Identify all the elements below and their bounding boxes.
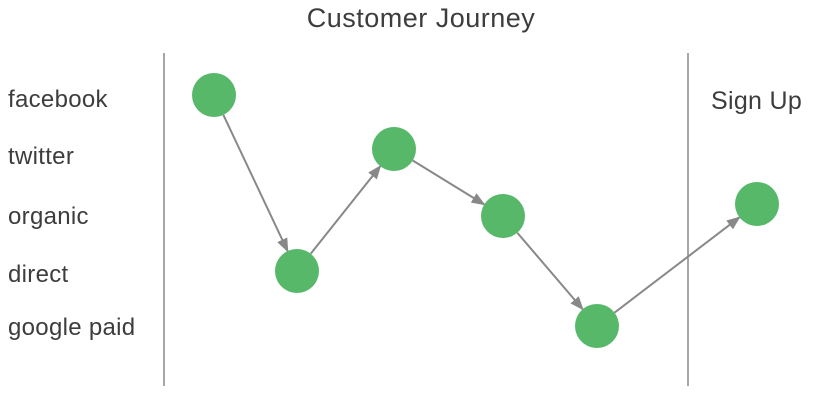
journey-node-facebook (192, 73, 236, 117)
channel-label-organic: organic (8, 203, 89, 230)
journey-edge-step-3-to-step-4 (412, 159, 486, 206)
edges-group (222, 114, 741, 314)
channel-label-direct: direct (8, 261, 69, 288)
journey-node-sign-up (735, 182, 779, 226)
journey-node-twitter (372, 127, 416, 171)
journey-edge-step-2-to-step-3 (309, 165, 382, 255)
journey-node-direct (275, 249, 319, 293)
channel-label-twitter: twitter (8, 143, 75, 170)
journey-node-organic (481, 194, 525, 238)
channel-label-google-paid: google paid (8, 314, 136, 341)
journey-edge-step-4-to-step-5 (516, 232, 584, 311)
axis-lines-group (163, 53, 689, 386)
channel-label-facebook: facebook (8, 86, 108, 113)
signup-label: Sign Up (711, 87, 803, 115)
nodes-group (192, 73, 779, 348)
journey-edge-step-5-to-step-6 (613, 216, 741, 314)
journey-edge-step-1-to-step-2 (222, 114, 289, 253)
page-title: Customer Journey (306, 3, 536, 33)
journey-node-google-paid (575, 304, 619, 348)
